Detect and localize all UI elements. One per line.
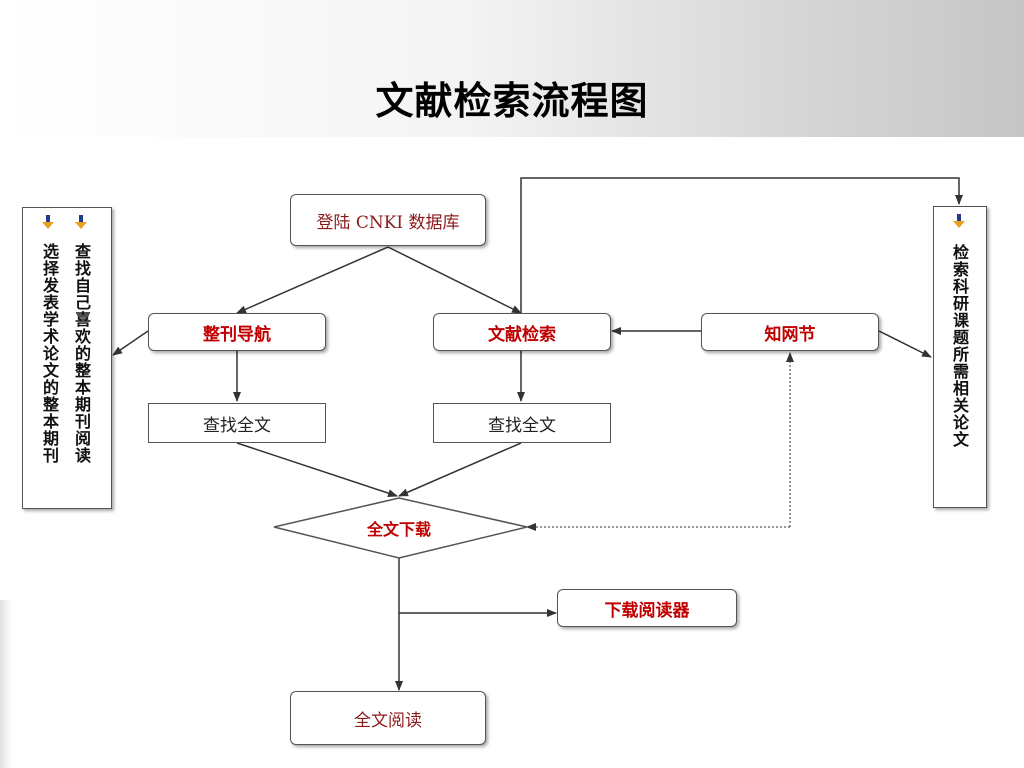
node-fulltext-read: 全文阅读 xyxy=(290,691,486,745)
left-panel-text-2: 选择发表学术论文的整本期刊 xyxy=(40,243,59,464)
bullet-arrow-icon xyxy=(42,215,54,229)
node-journal-nav: 整刊导航 xyxy=(148,313,326,351)
right-panel xyxy=(933,206,987,508)
node-download-reader: 下载阅读器 xyxy=(557,589,737,627)
bullet-arrow-icon xyxy=(75,215,87,229)
node-literature-search: 文献检索 xyxy=(433,313,611,351)
slide-title: 文献检索流程图 xyxy=(375,79,649,123)
diamond-fulltext-download xyxy=(273,497,528,559)
left-panel-text-1: 查找自己喜欢的整本期刊阅读 xyxy=(72,243,91,464)
edge-login-journal xyxy=(236,246,389,314)
node-find-fulltext-1: 查找全文 xyxy=(148,403,326,443)
bullet-arrow-icon xyxy=(953,214,965,228)
edge-journal-leftpanel xyxy=(112,330,149,356)
node-knowledge-net: 知网节 xyxy=(701,313,879,351)
node-login: 登陆 CNKI 数据库 xyxy=(290,194,486,246)
right-panel-text: 检索科研课题所需相关论文 xyxy=(950,244,969,448)
edge-search-rightpanel xyxy=(520,177,963,313)
edge-login-search xyxy=(387,246,522,314)
left-decoration xyxy=(0,600,12,768)
node-fulltext-download: 全文下载 xyxy=(366,520,431,539)
edge-knet-rightpanel xyxy=(878,330,932,358)
slide-header xyxy=(0,0,1024,137)
edge-find1-download xyxy=(236,442,398,497)
left-panel xyxy=(22,207,112,509)
edge-find2-download xyxy=(398,442,522,497)
node-find-fulltext-2: 查找全文 xyxy=(433,403,611,443)
